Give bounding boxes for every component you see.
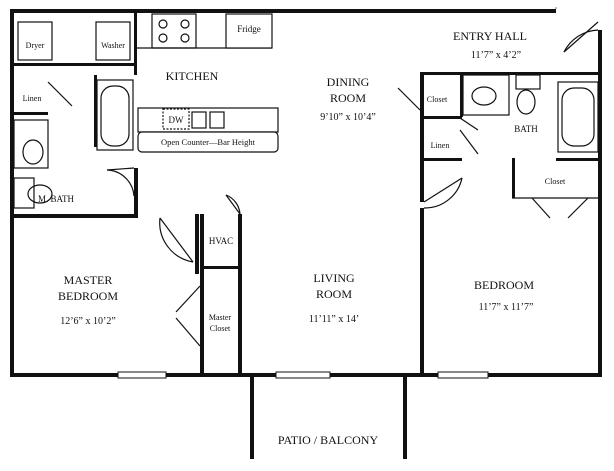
dining-name-1: DINING (327, 75, 370, 89)
master-bedroom-name-2: BEDROOM (58, 289, 118, 303)
master-bedroom-dims: 12’6” x 10’2” (60, 316, 116, 327)
washer-label: Washer (101, 41, 125, 50)
living-name-2: ROOM (316, 287, 352, 301)
linen-right-label: Linen (431, 141, 450, 150)
dryer-label: Dryer (26, 41, 45, 50)
windows (117, 7, 557, 379)
bath-label: BATH (514, 124, 538, 134)
fridge-box (225, 13, 273, 49)
fridge-label: Fridge (237, 24, 261, 34)
interior-doors (47, 81, 598, 347)
lower-counter (137, 107, 279, 133)
dw-box (162, 108, 190, 130)
m-bath-label: M. BATH (38, 194, 75, 204)
range (151, 13, 197, 49)
fixtures (13, 13, 599, 209)
bedroom-name: BEDROOM (474, 278, 534, 292)
patio-name: PATIO / BALCONY (278, 433, 379, 447)
living-dims: 11’11” x 14’ (309, 314, 359, 325)
dw-label: DW (169, 115, 184, 125)
dryer-box (17, 21, 53, 61)
kitchen-name: KITCHEN (166, 69, 219, 83)
living-name-1: LIVING (313, 271, 355, 285)
exterior-walls (10, 9, 602, 377)
entry-door (563, 21, 599, 53)
dining-dims: 9’10” x 10’4” (320, 112, 376, 123)
linen-left-label: Linen (23, 94, 42, 103)
bedroom-dims: 11’7” x 11’7” (479, 302, 534, 313)
hvac-label: HVAC (209, 236, 233, 246)
entry-hall-name: ENTRY HALL (453, 29, 527, 43)
closet-bedroom-label: Closet (545, 177, 566, 186)
labels: ENTRY HALL 11’7” x 4’2” KITCHEN DINING R… (23, 24, 566, 447)
dining-name-2: ROOM (330, 91, 366, 105)
bar-counter (137, 131, 279, 153)
master-bedroom-name-1: MASTER (64, 273, 113, 287)
entry-hall-dims: 11’7” x 4’2” (471, 50, 521, 61)
closet-entry-label: Closet (427, 95, 448, 104)
washer-box (95, 21, 131, 61)
counter-label: Open Counter—Bar Height (161, 137, 256, 147)
master-closet-label-2: Closet (210, 324, 231, 333)
master-closet-label-1: Master (209, 313, 232, 322)
interior-walls (14, 13, 598, 459)
